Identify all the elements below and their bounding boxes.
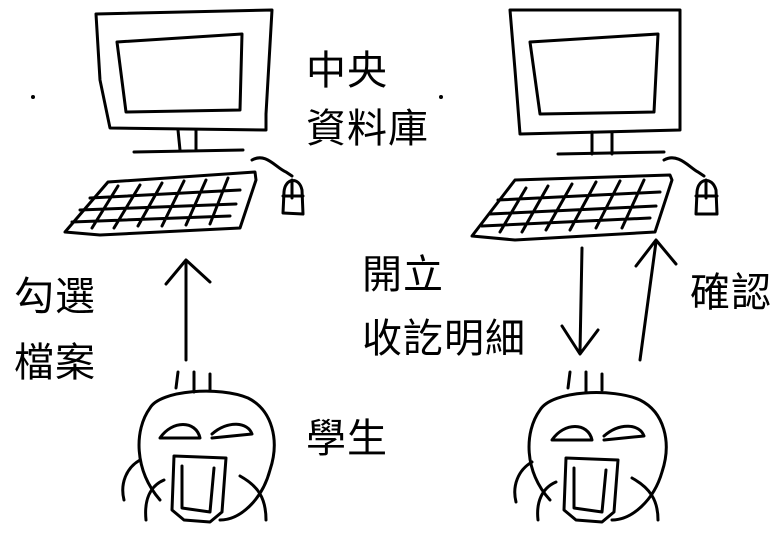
right-keyboard — [470, 173, 674, 242]
left-student-icon — [121, 370, 276, 524]
right-student-head — [527, 391, 668, 522]
central-database-label-line1: 中央 — [306, 48, 388, 94]
left-student-hair — [174, 370, 212, 394]
central-database-label-line2: 資料庫 — [306, 106, 429, 152]
right-student-icon — [513, 370, 668, 524]
left-keyboard — [63, 170, 258, 237]
select-files-label-line2: 檔案 — [14, 340, 96, 386]
left-student-head — [137, 389, 276, 522]
right-mouse-cord — [662, 156, 706, 178]
arrow-up-confirm-icon — [634, 238, 678, 362]
left-keyboard-keys — [70, 176, 242, 230]
arrow-down-issue-icon — [560, 246, 600, 356]
left-mouse-cord — [250, 156, 294, 178]
right-keyboard-keys — [480, 178, 662, 234]
left-computer-icon — [63, 8, 305, 237]
left-student-legs — [121, 458, 268, 522]
student-label: 學生 — [306, 416, 388, 462]
right-student-legs — [513, 460, 660, 522]
arrow-up-select-icon — [164, 258, 212, 362]
left-student-mouth — [170, 454, 228, 524]
right-mouse — [694, 178, 719, 216]
issue-receipt-label-line1: 開立 — [362, 252, 444, 298]
issue-receipt-label-line2: 收訖明細 — [362, 316, 526, 362]
right-monitor-screen — [528, 32, 660, 116]
stray-dot — [31, 95, 35, 99]
left-mouse — [281, 178, 305, 216]
left-monitor-outer — [94, 8, 274, 132]
left-monitor-screen — [115, 32, 244, 114]
right-monitor-outer — [508, 8, 682, 136]
confirm-label: 確認 — [690, 270, 772, 316]
right-computer-icon — [470, 8, 719, 242]
stray-dot — [439, 95, 443, 99]
right-student-mouth — [562, 456, 620, 524]
right-student-eyes — [550, 424, 646, 442]
select-files-label-line1: 勾選 — [14, 274, 96, 320]
right-student-hair — [566, 370, 604, 394]
left-monitor-stand — [132, 128, 245, 154]
right-monitor-stand — [556, 130, 666, 156]
left-student-eyes — [158, 422, 254, 440]
